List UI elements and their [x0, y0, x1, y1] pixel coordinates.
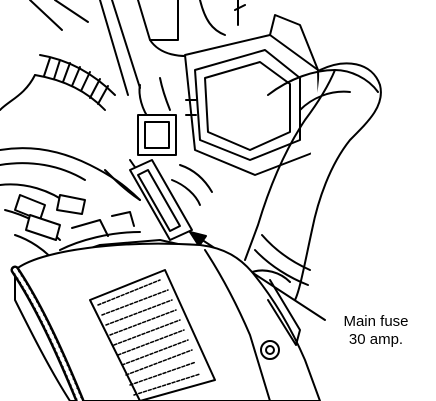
callout-line-1: Main fuse [343, 313, 409, 330]
callout-line-2: 30 amp. [348, 331, 404, 348]
main-fuse-callout: Main fuse 30 amp. [318, 313, 434, 349]
background-frame [29, 0, 246, 96]
air-intake-hose-icon [244, 62, 382, 301]
coiled-cable [10, 265, 85, 401]
filter-canister [14, 242, 321, 401]
wiring-harness-icon [0, 77, 213, 263]
air-filter-housing-icon [184, 14, 321, 176]
main-fuse-icon [129, 159, 193, 241]
corrugated-hose [0, 54, 116, 111]
